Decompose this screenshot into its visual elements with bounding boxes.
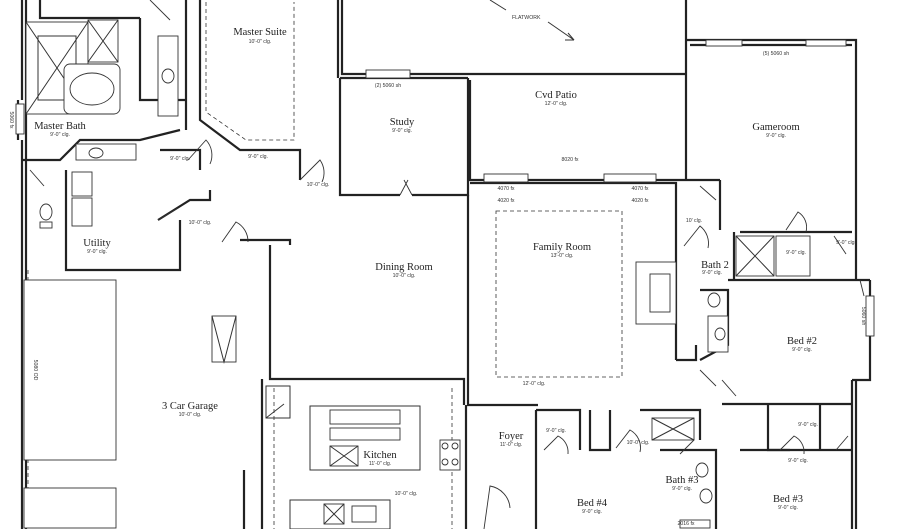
fx-right-top-label: 4070 fx (631, 186, 648, 192)
ceiling-bed-4: 9'-0" clg. (582, 509, 602, 515)
room-bath-2: Bath 2 (701, 260, 729, 271)
kitchen-bottom-ceiling: 10'-0" clg. (395, 491, 418, 497)
ceiling-utility: 9'-0" clg. (87, 249, 107, 255)
ceiling-garage: 10'-0" clg. (179, 412, 202, 418)
doors (29, 0, 865, 529)
gameroom-window-label: (5) 5060 sh (763, 51, 789, 57)
ceiling-foyer: 11'-0" clg. (500, 442, 522, 448)
room-family: Family Room (533, 242, 591, 253)
bath3-window-label: 2016 fx (677, 521, 694, 527)
ceiling-bath-3: 9'-0" clg. (672, 486, 692, 492)
bath-window-label: 5060 fx (8, 111, 14, 128)
room-bed-4: Bed #4 (577, 498, 608, 509)
ceiling-dining: 10'-0" clg. (393, 273, 416, 279)
mb-hall-ceiling: 9'-0" clg. (170, 156, 190, 162)
flatwork-arrow (489, 0, 575, 41)
interior-walls (22, 18, 852, 529)
windows (15, 39, 875, 529)
room-dining: Dining Room (375, 262, 432, 273)
fx-right-bot-label: 4020 fx (631, 198, 648, 204)
ms-hall-ceiling: 9'-0" clg. (248, 154, 268, 160)
ceiling-cvd-patio: 12'-0" clg. (545, 101, 568, 107)
ceiling-master-suite: 10'-0" clg. (249, 39, 272, 45)
study-hall-ceiling: 10'-0" clg. (307, 182, 330, 188)
room-foyer: Foyer (499, 431, 524, 442)
room-cvd-patio: Cvd Patio (535, 90, 577, 101)
family-bottom-ceiling: 12'-0" clg. (523, 381, 546, 387)
fx-left-bot-label: 4020 fx (497, 198, 514, 204)
util-hall-ceiling: 10'-0" clg. (189, 220, 212, 226)
ceiling-master-bath: 9'-0" clg. (50, 132, 70, 138)
ceiling-bed-3: 9'-0" clg. (778, 505, 798, 511)
wic2-ceiling: 9'-0" clg. (836, 240, 856, 246)
fx-left-top-label: 4070 fx (497, 186, 514, 192)
room-gameroom: Gameroom (752, 122, 799, 133)
study-window-label: (2) 5060 sh (375, 83, 401, 89)
bed2-window-label: 5060 sh (860, 307, 866, 326)
room-labels: Master Suite 10'-0" clg. Master Bath 9'-… (34, 27, 817, 515)
fixtures (25, 19, 811, 529)
ceiling-family: 13'-0" clg. (551, 253, 574, 259)
annotations: FLATWORK (2) 5060 sh (5) 5060 sh 8020 fx… (8, 15, 866, 527)
ceiling-kitchen: 11'-0" clg. (369, 461, 391, 467)
room-bath-3: Bath #3 (666, 475, 699, 486)
hall-ceiling: 10'-0" clg. (627, 440, 650, 446)
room-bed-2: Bed #2 (787, 336, 817, 347)
wic-ceiling: 9'-0" clg. (786, 250, 806, 256)
flatwork-label: FLATWORK (512, 15, 541, 21)
ceiling-bed-2: 9'-0" clg. (792, 347, 812, 353)
room-kitchen: Kitchen (363, 450, 397, 461)
room-bed-3: Bed #3 (773, 494, 803, 505)
room-utility: Utility (83, 238, 111, 249)
ceiling-bath-2: 9'-0" clg. (702, 270, 722, 276)
fam-hall-ceiling: 10' clg. (686, 218, 702, 224)
patio-door-label: 8020 fx (561, 157, 578, 163)
room-master-bath: Master Bath (34, 121, 86, 132)
bed3-closet2-ceiling: 9'-0" clg. (788, 458, 808, 464)
room-study: Study (390, 117, 415, 128)
ceiling-gameroom: 9'-0" clg. (766, 133, 786, 139)
bed4-closet-ceiling: 9'-0" clg. (546, 428, 566, 434)
ceiling-study: 9'-0" clg. (392, 128, 412, 134)
room-master-suite: Master Suite (233, 27, 287, 38)
bed3-closet-ceiling: 9'-0" clg. (798, 422, 818, 428)
room-garage: 3 Car Garage (162, 401, 218, 412)
garage-door-label: 5080 OD (32, 360, 38, 381)
